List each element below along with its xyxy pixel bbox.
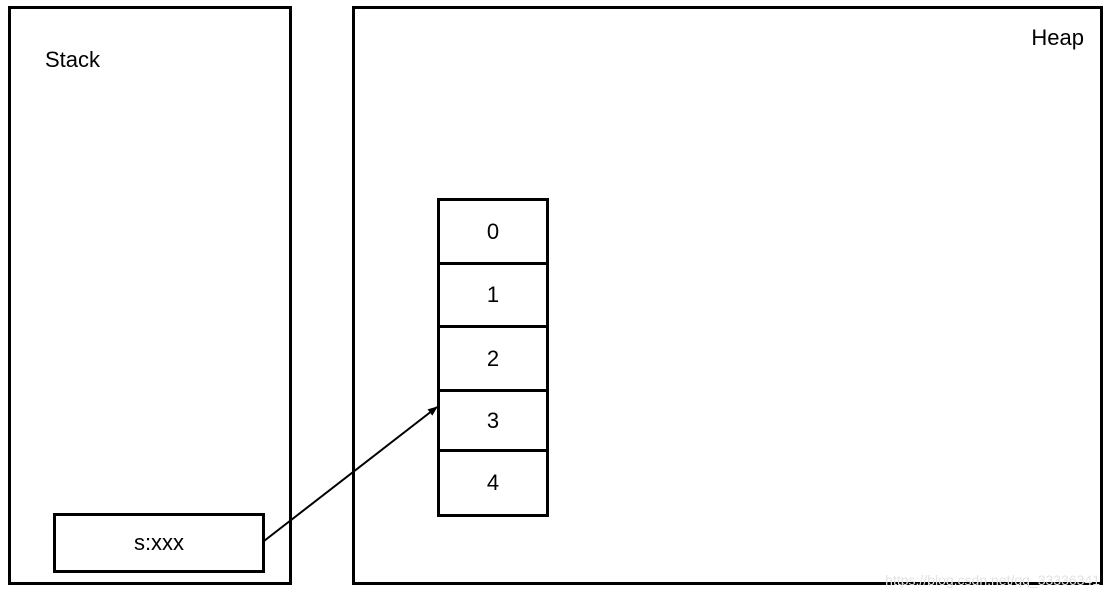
stack-variable-label: s:xxx <box>133 530 185 555</box>
stack-region: Stack <box>8 6 292 585</box>
array-cell-2: 2 <box>440 328 546 392</box>
stack-variable-box: s:xxx <box>53 513 265 573</box>
stack-title: Stack <box>45 47 101 72</box>
array-cell-0: 0 <box>440 201 546 265</box>
heap-array: 0 1 2 3 4 <box>437 198 549 517</box>
array-cell-label: 3 <box>486 407 500 433</box>
array-cell-label: 4 <box>486 470 500 495</box>
array-cell-label: 0 <box>486 218 500 244</box>
watermark: https://blog.csdn.net/qq_33336341 <box>885 572 1100 588</box>
array-cell-3: 3 <box>440 392 546 452</box>
array-cell-1: 1 <box>440 265 546 328</box>
array-cell-label: 2 <box>486 345 500 371</box>
array-cell-4: 4 <box>440 452 546 514</box>
array-cell-label: 1 <box>486 282 500 307</box>
heap-title: Heap <box>1031 25 1084 50</box>
